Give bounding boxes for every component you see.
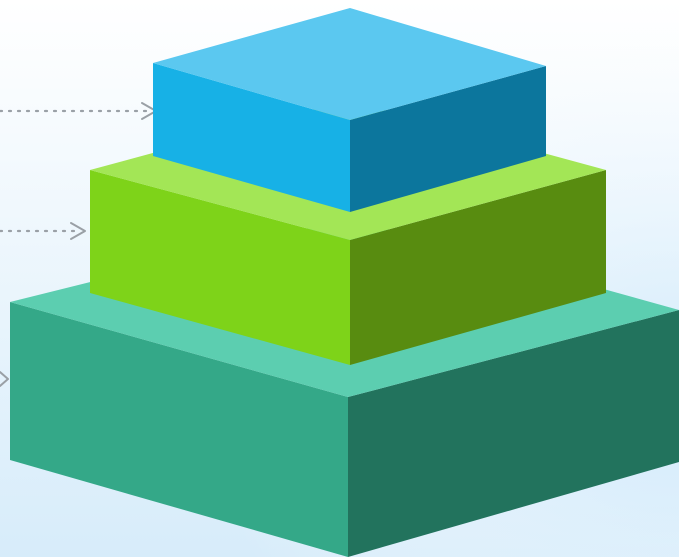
tier-top-top-face bbox=[153, 8, 546, 120]
tier-top bbox=[153, 8, 546, 212]
right-arrow-icon bbox=[0, 371, 9, 387]
tier-top-right-face bbox=[350, 66, 546, 212]
dotted-right-arrow-icon bbox=[70, 222, 86, 240]
tier-bottom-right-face bbox=[348, 310, 679, 557]
tier-bottom-left-face bbox=[10, 302, 348, 557]
tier-middle-left-face bbox=[90, 170, 350, 365]
tier-top-left-face bbox=[153, 63, 350, 212]
connector-middle bbox=[0, 222, 86, 240]
connector-bottom bbox=[0, 371, 9, 387]
tier-middle-right-face bbox=[350, 170, 606, 365]
